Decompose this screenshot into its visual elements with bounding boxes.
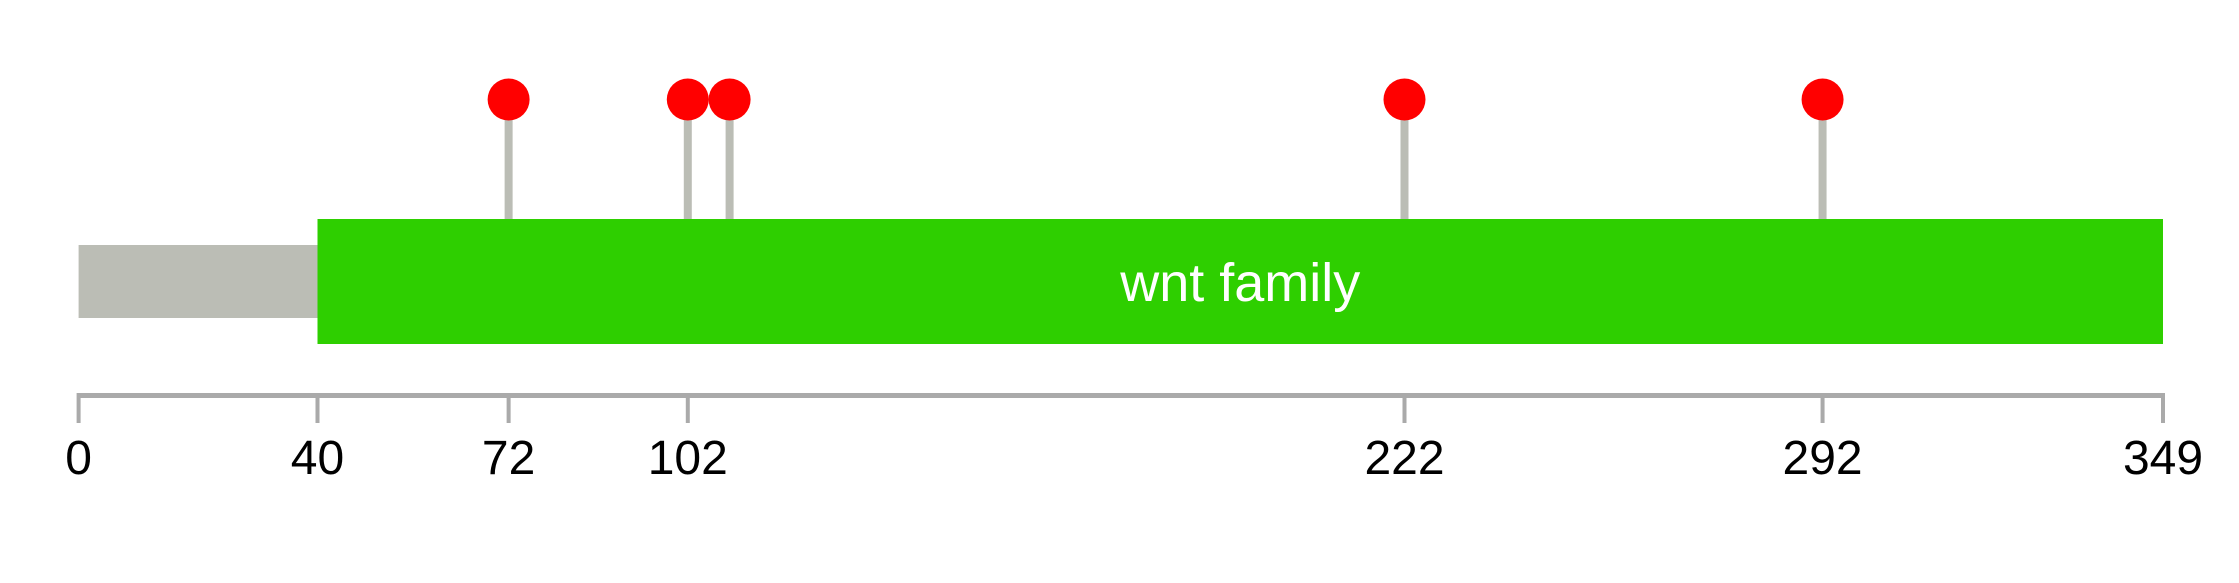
axis-tick-label: 222 (1364, 432, 1444, 485)
axis-tick-label: 102 (648, 432, 728, 485)
mutation-marker (1801, 78, 1844, 121)
axis-tick-label: 292 (1783, 432, 1863, 485)
axis-tick-label: 40 (291, 432, 344, 485)
mutation-marker (666, 78, 709, 121)
axis-tick-label: 0 (65, 432, 92, 485)
mutation-marker (1383, 78, 1426, 121)
mutation-stems (504, 100, 1827, 219)
mutation-marker (487, 78, 530, 121)
domains: wnt family (317, 219, 2163, 344)
position-axis: 0 40 72 102 222 292 349 (65, 393, 2203, 485)
mutation-markers (487, 78, 1844, 121)
domain-wnt-family (317, 219, 2163, 344)
axis-tick-label: 72 (482, 432, 535, 485)
axis-tick-label: 349 (2123, 432, 2203, 485)
mutation-marker (708, 78, 751, 121)
domain-label: wnt family (1119, 253, 1360, 313)
